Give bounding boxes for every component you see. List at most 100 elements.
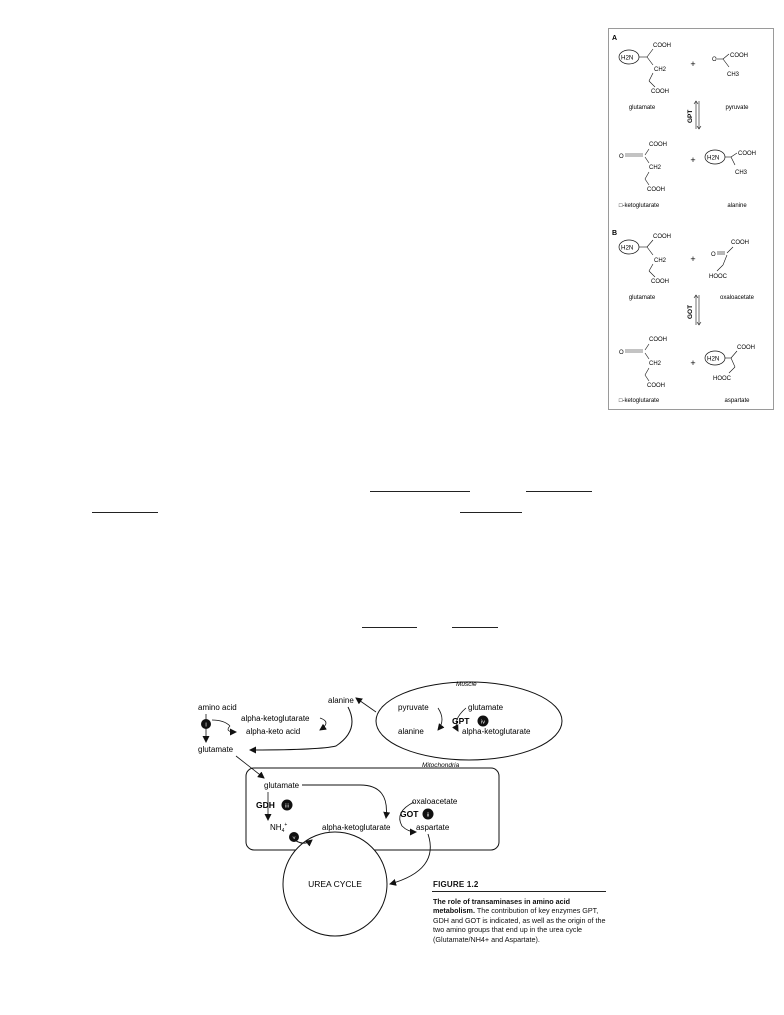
- panel-label-b: B: [612, 230, 617, 237]
- svg-text:CH2: CH2: [649, 361, 662, 367]
- ketoglutarate-structure-b: COOH O CH2 COOH □-ketoglutarate: [619, 337, 667, 404]
- compound-name: glutamate: [629, 295, 656, 301]
- gpt-label: GPT: [687, 110, 694, 123]
- metabolism-diagram: Muscle Mitochondria UREA CYCLE amino aci…: [198, 681, 563, 937]
- alpha-kg-label: alpha-ketoglutarate: [241, 714, 310, 723]
- aspartate-label: aspartate: [416, 823, 450, 832]
- svg-text:O: O: [619, 154, 624, 160]
- compound-name: glutamate: [629, 105, 656, 111]
- svg-text:CH3: CH3: [735, 170, 748, 176]
- alpha-keto-acid-label: alpha-keto acid: [246, 727, 300, 736]
- svg-text:O: O: [711, 252, 716, 258]
- pyruvate-structure: O COOH CH3 pyruvate: [712, 53, 749, 111]
- panel-label-a: A: [612, 35, 617, 42]
- svg-text:iii: iii: [285, 804, 289, 810]
- svg-text:COOH: COOH: [651, 89, 669, 95]
- plus-sign: +: [690, 358, 695, 368]
- svg-text:O: O: [619, 350, 624, 356]
- plus-sign: +: [690, 155, 695, 165]
- svg-text:COOH: COOH: [730, 53, 748, 59]
- muscle-alpha-kg-label: alpha-ketoglutarate: [462, 727, 531, 736]
- svg-text:COOH: COOH: [647, 383, 665, 389]
- compound-name: □-ketoglutarate: [619, 203, 660, 209]
- pyruvate-label: pyruvate: [398, 703, 429, 712]
- caption-rule: [432, 891, 606, 892]
- glutamate-label: glutamate: [198, 745, 234, 754]
- svg-text:H2N: H2N: [707, 155, 719, 162]
- blank-line: [452, 627, 498, 628]
- mitochondria-label: Mitochondria: [422, 762, 460, 769]
- caption-text: The contribution of key enzymes GPT, GDH…: [433, 906, 606, 944]
- gpt-enzyme: GPT: [452, 716, 470, 726]
- aspartate-structure: H2N COOH HOOC aspartate: [704, 345, 755, 404]
- compound-name: aspartate: [724, 398, 750, 404]
- urea-cycle: [282, 831, 388, 937]
- amino-acid-label: amino acid: [198, 703, 237, 712]
- svg-text:ii: ii: [427, 813, 429, 819]
- compound-name: pyruvate: [725, 105, 749, 111]
- svg-text:COOH: COOH: [647, 187, 665, 193]
- svg-text:CH3: CH3: [727, 72, 740, 78]
- plus-sign: +: [690, 59, 695, 69]
- svg-text:H2N: H2N: [621, 55, 633, 62]
- blank-line: [460, 512, 522, 513]
- alanine-label: alanine: [328, 696, 354, 705]
- blank-line: [526, 491, 592, 492]
- svg-text:CH2: CH2: [654, 67, 667, 73]
- compound-name: □-ketoglutarate: [619, 398, 660, 404]
- blank-line: [362, 627, 417, 628]
- figure-label: FIGURE 1.2: [433, 880, 479, 889]
- figure-caption: The role of transaminases in amino acid …: [433, 897, 611, 944]
- svg-text:COOH: COOH: [737, 345, 755, 351]
- blank-line: [370, 491, 470, 492]
- got-label: GOT: [687, 305, 694, 319]
- equilibrium-arrows: GOT: [687, 294, 702, 326]
- svg-text:H2N: H2N: [707, 356, 719, 363]
- got-enzyme: GOT: [400, 809, 419, 819]
- svg-text:COOH: COOH: [649, 337, 667, 343]
- glutamate-structure-a: H2N COOH CH2 COOH glutamate: [618, 43, 671, 111]
- glutamate-structure-b: H2N COOH CH2 COOH glutamate: [618, 234, 671, 301]
- muscle-alanine-label: alanine: [398, 727, 424, 736]
- svg-text:COOH: COOH: [649, 142, 667, 148]
- ketoglutarate-structure-a: COOH O CH2 COOH □-ketoglutarate: [619, 142, 667, 209]
- muscle-glutamate-label: glutamate: [468, 703, 504, 712]
- caption-title: The role of transaminases in amino acid …: [433, 897, 571, 916]
- svg-text:i: i: [205, 723, 206, 729]
- svg-text:H2N: H2N: [621, 245, 633, 252]
- mito-glutamate-label: glutamate: [264, 781, 300, 790]
- muscle-label: Muscle: [456, 681, 477, 688]
- svg-text:iv: iv: [481, 720, 485, 726]
- blank-line: [92, 512, 158, 513]
- badge-ii: [422, 808, 434, 820]
- oxaloacetate-structure: COOH O HOOC oxaloacetate: [709, 240, 755, 301]
- badge-iv: [477, 715, 489, 727]
- badge-v: [289, 832, 299, 842]
- svg-text:v: v: [293, 836, 296, 842]
- badge-i: [201, 719, 211, 729]
- svg-text:HOOC: HOOC: [713, 376, 732, 382]
- svg-text:COOH: COOH: [653, 43, 671, 49]
- mito-alpha-kg-label: alpha-ketoglutarate: [322, 823, 391, 832]
- transamination-diagram: A H2N COOH CH2 COOH glutamate + O COOH C…: [612, 35, 756, 404]
- compound-name: oxaloacetate: [720, 295, 755, 301]
- plus-sign: +: [690, 254, 695, 264]
- svg-text:COOH: COOH: [651, 279, 669, 285]
- muscle-compartment: [375, 681, 563, 761]
- gdh-enzyme: GDH: [256, 800, 275, 810]
- oxaloacetate-label: oxaloacetate: [412, 797, 458, 806]
- svg-text:CH2: CH2: [654, 258, 667, 264]
- compound-name: alanine: [727, 203, 747, 209]
- badge-iii: [281, 799, 293, 811]
- svg-text:O: O: [712, 57, 717, 63]
- urea-cycle-label: UREA CYCLE: [308, 879, 362, 889]
- equilibrium-arrows: GPT: [687, 100, 702, 130]
- transamination-panel: A H2N COOH CH2 COOH glutamate + O COOH C…: [608, 28, 774, 410]
- svg-text:COOH: COOH: [738, 151, 756, 157]
- svg-text:HOOC: HOOC: [709, 274, 728, 280]
- alanine-structure: H2N COOH CH3 alanine: [704, 149, 756, 209]
- svg-text:COOH: COOH: [731, 240, 749, 246]
- svg-text:COOH: COOH: [653, 234, 671, 240]
- svg-text:CH2: CH2: [649, 165, 662, 171]
- nh4-label: NH4+: [270, 822, 287, 834]
